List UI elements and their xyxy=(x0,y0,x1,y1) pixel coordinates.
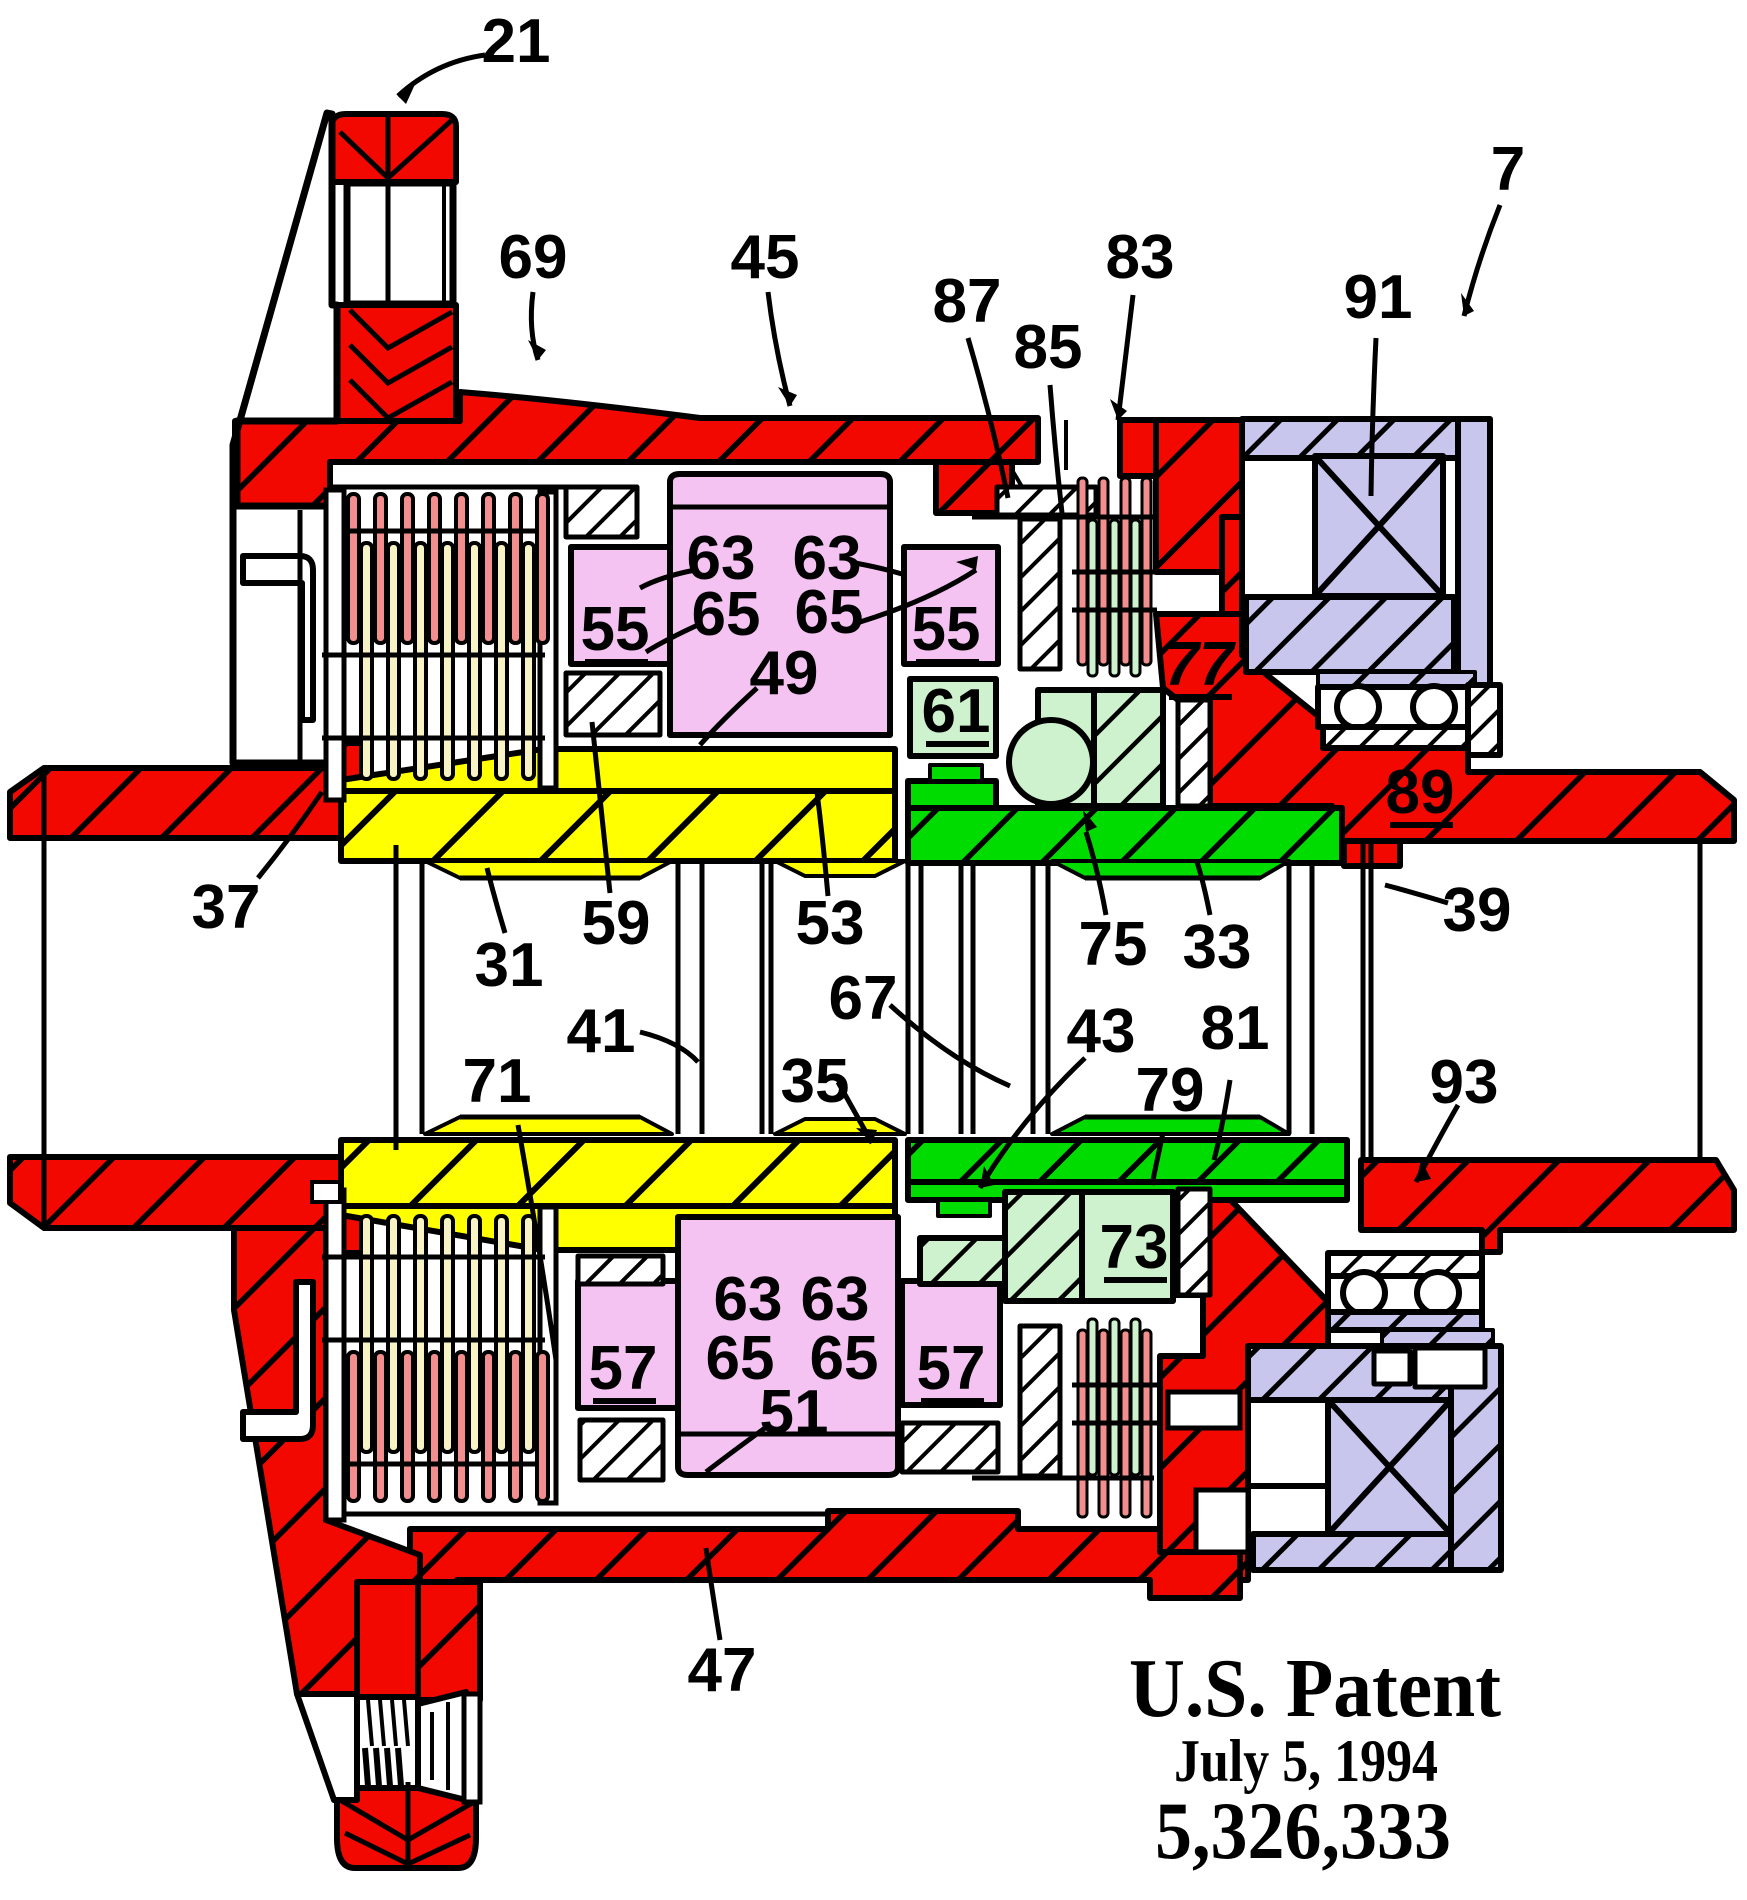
svg-text:49: 49 xyxy=(750,639,819,708)
svg-text:U.S. Patent: U.S. Patent xyxy=(1129,1642,1501,1735)
svg-text:65: 65 xyxy=(810,1324,879,1393)
svg-text:71: 71 xyxy=(463,1047,532,1116)
svg-text:41: 41 xyxy=(567,997,636,1066)
svg-text:85: 85 xyxy=(1014,313,1083,382)
svg-text:59: 59 xyxy=(582,889,651,958)
svg-text:65: 65 xyxy=(692,580,761,649)
svg-text:61: 61 xyxy=(922,677,991,746)
svg-text:87: 87 xyxy=(933,267,1002,336)
svg-text:77: 77 xyxy=(1165,630,1236,699)
svg-text:89: 89 xyxy=(1386,758,1455,827)
svg-text:5,326,333: 5,326,333 xyxy=(1155,1785,1451,1876)
svg-text:63: 63 xyxy=(793,524,862,593)
svg-text:93: 93 xyxy=(1430,1048,1499,1117)
svg-text:21: 21 xyxy=(482,7,551,76)
svg-text:45: 45 xyxy=(731,223,800,292)
svg-text:51: 51 xyxy=(760,1378,829,1447)
svg-text:53: 53 xyxy=(796,889,865,958)
svg-text:31: 31 xyxy=(475,931,544,1000)
svg-text:July 5, 1994: July 5, 1994 xyxy=(1174,1728,1438,1794)
svg-text:69: 69 xyxy=(499,223,568,292)
svg-text:33: 33 xyxy=(1183,913,1252,982)
svg-text:57: 57 xyxy=(917,1334,986,1403)
svg-text:37: 37 xyxy=(192,873,261,942)
svg-text:63: 63 xyxy=(801,1265,870,1334)
svg-text:7: 7 xyxy=(1491,135,1525,204)
svg-text:83: 83 xyxy=(1106,223,1175,292)
svg-text:57: 57 xyxy=(589,1334,658,1403)
svg-text:63: 63 xyxy=(687,524,756,593)
svg-text:65: 65 xyxy=(706,1324,775,1393)
svg-text:81: 81 xyxy=(1201,994,1270,1063)
svg-text:91: 91 xyxy=(1344,263,1413,332)
svg-text:73: 73 xyxy=(1100,1213,1169,1282)
svg-text:65: 65 xyxy=(795,578,864,647)
svg-text:55: 55 xyxy=(912,595,981,664)
svg-text:67: 67 xyxy=(829,964,898,1033)
svg-text:63: 63 xyxy=(714,1265,783,1334)
svg-text:35: 35 xyxy=(781,1047,850,1116)
svg-text:75: 75 xyxy=(1079,910,1148,979)
svg-text:47: 47 xyxy=(688,1636,757,1705)
svg-text:39: 39 xyxy=(1443,876,1512,945)
svg-text:79: 79 xyxy=(1136,1056,1205,1125)
svg-text:43: 43 xyxy=(1067,997,1136,1066)
svg-text:55: 55 xyxy=(581,595,650,664)
